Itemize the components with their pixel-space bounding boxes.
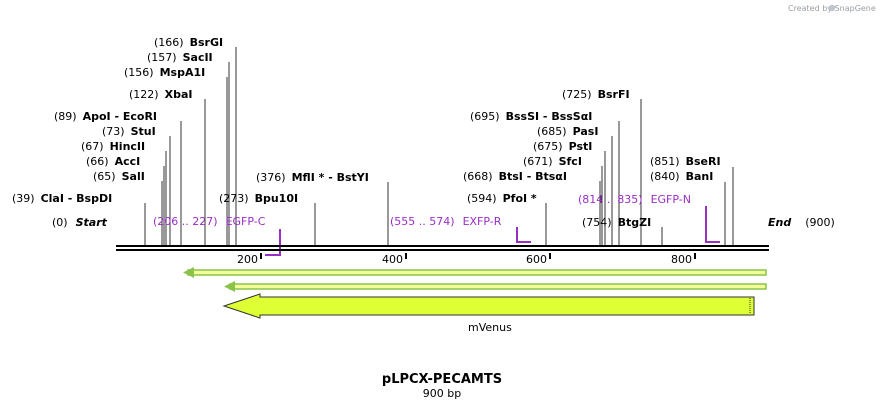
primer-site-label[interactable]: (206 .. 227)EGFP-C xyxy=(153,215,266,228)
enzyme-label[interactable]: (376)MflI * - BstYI xyxy=(256,171,369,184)
primer-markers xyxy=(265,206,720,256)
enzyme-label[interactable]: (754)BtgZI xyxy=(582,216,651,229)
enzyme-label[interactable]: (671)SfcI xyxy=(523,155,582,168)
enzyme-label[interactable]: (685)PasI xyxy=(537,125,598,138)
enzyme-label[interactable]: (840)BanI xyxy=(650,170,713,183)
enzyme-label[interactable]: (725)BsrFI xyxy=(562,88,630,101)
enzyme-label[interactable]: (668)BtsI - BtsαI xyxy=(463,170,567,183)
enzyme-stems xyxy=(144,47,734,246)
ruler: 200 400 600 800 xyxy=(237,253,696,266)
feature-label: mVenus xyxy=(468,321,512,334)
enzyme-label[interactable]: (65)SalI xyxy=(93,170,145,183)
ruler-label: 200 xyxy=(237,253,258,266)
enzyme-label[interactable]: (695)BssSI - BssSαI xyxy=(470,110,592,123)
enzyme-label[interactable]: (39)ClaI - BspDI xyxy=(12,192,112,205)
primer-arrow[interactable] xyxy=(183,267,767,278)
enzyme-label[interactable]: (73)StuI xyxy=(102,125,156,138)
snapgene-logo-icon xyxy=(828,4,836,12)
enzyme-label[interactable]: (122)XbaI xyxy=(129,88,192,101)
enzyme-label[interactable]: (273)Bpu10I xyxy=(219,192,298,205)
feature-mvenus[interactable]: mVenus xyxy=(222,293,755,334)
end-label: End(900) xyxy=(768,216,835,229)
primer-site-label[interactable]: (814 .. 835)EGFP-N xyxy=(578,193,691,206)
enzyme-label[interactable]: (851)BseRI xyxy=(650,155,721,168)
enzyme-label[interactable]: (89)ApoI - EcoRI xyxy=(54,110,157,123)
sequence-backbone xyxy=(116,245,769,251)
ruler-label: 800 xyxy=(671,253,692,266)
primer-marker-egfp-c[interactable] xyxy=(265,229,281,256)
primer-arrow[interactable] xyxy=(224,281,767,292)
enzyme-label[interactable]: (675)PstI xyxy=(533,140,592,153)
primer-site-label[interactable]: (555 .. 574)EXFP-R xyxy=(390,215,502,228)
primer-arrows xyxy=(183,267,767,292)
sequence-title: pLPCX-PECAMTS xyxy=(382,372,502,387)
ruler-label: 400 xyxy=(382,253,403,266)
enzyme-label[interactable]: (594)PfoI * xyxy=(467,192,537,205)
feature-arrow[interactable] xyxy=(222,293,755,319)
ruler-label: 600 xyxy=(526,253,547,266)
start-label: (0)Start xyxy=(52,216,108,229)
sequence-length: 900 bp xyxy=(423,387,461,400)
enzyme-label[interactable]: (157)SacII xyxy=(147,51,213,64)
enzyme-label[interactable]: (66)AccI xyxy=(86,155,140,168)
enzyme-label[interactable]: (156)MspA1I xyxy=(124,66,205,79)
enzyme-labels: (166)BsrGI (157)SacII (156)MspA1I (122)X… xyxy=(12,36,721,229)
primer-marker-exfp-r[interactable] xyxy=(516,227,531,243)
primer-marker-egfp-n[interactable] xyxy=(705,206,720,243)
enzyme-label[interactable]: (166)BsrGI xyxy=(154,36,223,49)
enzyme-label[interactable]: (67)HincII xyxy=(81,140,145,153)
